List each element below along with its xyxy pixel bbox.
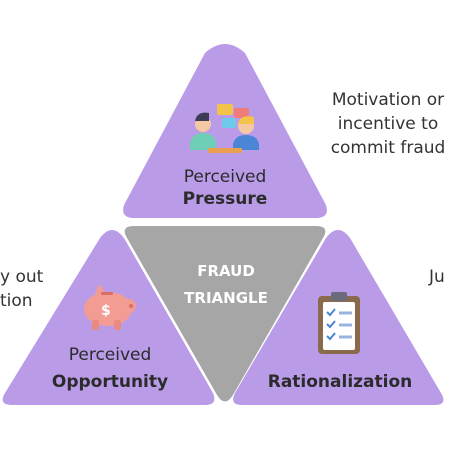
center-label-line1: FRAUD [197, 262, 255, 280]
pressure-note-line: incentive to [337, 114, 439, 134]
opportunity-note-line: tion [0, 291, 33, 311]
center-label-line2: TRIANGLE [184, 289, 268, 307]
pressure-label-light: Perceived [184, 167, 267, 187]
svg-text:$: $ [101, 303, 111, 319]
rationalization-note-line: Ju [429, 267, 445, 287]
piggy-bank-icon: $ [84, 284, 136, 330]
opportunity-note-line: y out [0, 267, 44, 287]
rationalization-note-partial: Ju [429, 265, 445, 289]
pressure-note: Motivation or incentive to commit fraud [326, 88, 450, 160]
pressure-note-line: commit fraud [330, 138, 446, 158]
clipboard-checklist-icon [318, 292, 360, 354]
opportunity-label-bold: Opportunity [52, 372, 168, 392]
pressure-label-bold: Pressure [183, 189, 268, 209]
pressure-triangle [123, 44, 327, 218]
rationalization-label-bold: Rationalization [268, 372, 413, 392]
fraud-triangle-center [124, 226, 326, 402]
pressure-note-line: Motivation or [331, 90, 445, 110]
people-conversation-icon [190, 104, 259, 153]
opportunity-note-partial: y out tion [0, 265, 43, 313]
opportunity-label-light: Perceived [69, 345, 152, 365]
